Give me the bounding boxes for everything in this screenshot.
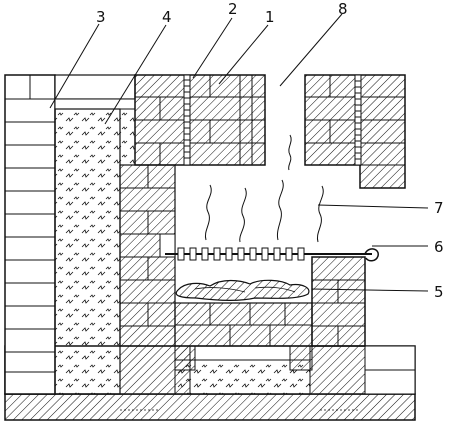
outer-left-wall bbox=[4, 74, 56, 395]
callout-4: 4 bbox=[162, 8, 172, 26]
foundation-slab bbox=[4, 393, 416, 421]
callout-labels: 1 2 3 4 5 6 7 8 bbox=[96, 0, 444, 301]
top-left-crown-blocks bbox=[134, 74, 266, 166]
fuel-bed bbox=[175, 279, 310, 301]
leader-lines bbox=[49, 13, 429, 292]
callout-3: 3 bbox=[96, 8, 106, 26]
inner-left-firebrick-wall bbox=[119, 164, 176, 347]
right-pillar bbox=[311, 256, 366, 347]
callout-7: 7 bbox=[434, 199, 444, 217]
callout-6: 6 bbox=[434, 238, 444, 256]
callout-8: 8 bbox=[338, 0, 348, 18]
callout-2: 2 bbox=[228, 0, 238, 18]
heating-grate bbox=[165, 247, 379, 262]
top-right-crown-blocks bbox=[304, 74, 406, 189]
callout-5: 5 bbox=[434, 283, 444, 301]
callout-1: 1 bbox=[265, 8, 275, 26]
hearth-bricks bbox=[174, 302, 313, 371]
heat-waves bbox=[204, 134, 324, 243]
insulation-layer bbox=[54, 74, 136, 395]
